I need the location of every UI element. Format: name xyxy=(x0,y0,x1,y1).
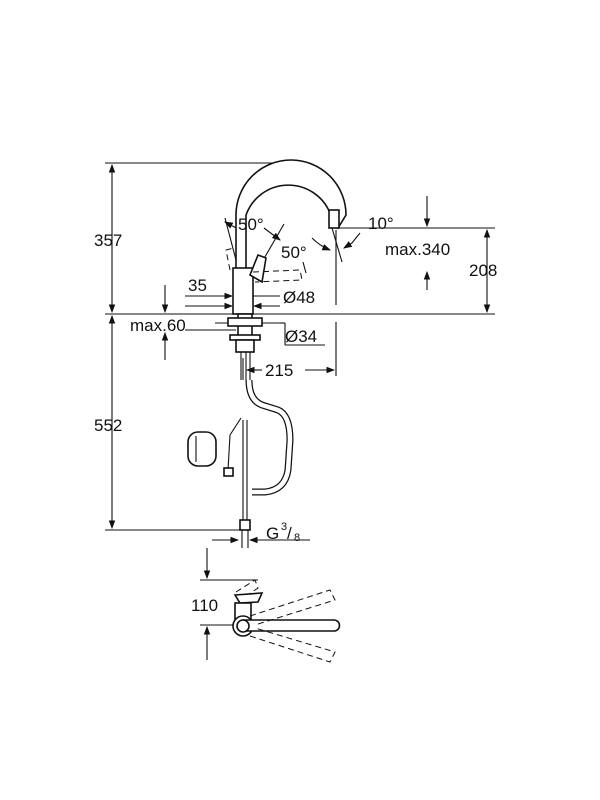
weight xyxy=(187,431,217,467)
faucet-top-view xyxy=(232,579,341,663)
faucet-side-view xyxy=(187,159,347,548)
top-view-depth-label: 110 xyxy=(191,596,218,615)
thread-prefix: G xyxy=(266,524,279,543)
hose-connector xyxy=(239,519,251,531)
spray-head xyxy=(328,209,340,229)
lever-offset-label: 35 xyxy=(188,276,207,295)
extension-lines xyxy=(105,162,495,626)
spout-reach-label: 215 xyxy=(265,361,293,380)
spout-top xyxy=(242,619,341,632)
thread-label: G 3 / 8 xyxy=(266,521,300,544)
spout-height-label: 208 xyxy=(469,261,497,280)
total-height-label: 357 xyxy=(94,231,122,250)
head-angle-label: 10° xyxy=(368,214,394,233)
thread-denominator: 8 xyxy=(294,532,300,544)
thread-slash: / xyxy=(287,524,292,543)
lever-angle-right-label: 50° xyxy=(281,243,307,262)
lever-angle-left-label: 50° xyxy=(238,215,264,234)
hole-diameter-label: Ø34 xyxy=(285,327,317,346)
max-deck-label: max.60 xyxy=(130,316,186,335)
thread-numerator: 3 xyxy=(281,521,287,533)
spout xyxy=(235,159,347,271)
below-deck-label: 552 xyxy=(94,416,122,435)
lever xyxy=(249,253,267,284)
body-diameter-label: Ø48 xyxy=(283,288,315,307)
max-outlet-label: max.340 xyxy=(385,240,450,259)
